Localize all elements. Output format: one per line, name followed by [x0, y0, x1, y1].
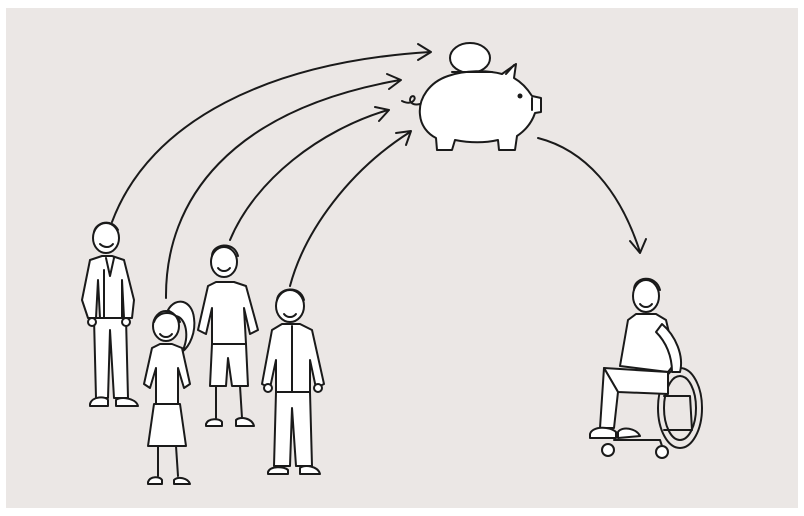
- arrow-icon: [537, 137, 647, 254]
- coin-icon: [449, 42, 491, 74]
- person-icon: [143, 300, 196, 485]
- arrow-icon: [229, 106, 390, 241]
- piggy-bank-icon: [401, 42, 542, 151]
- arrow-icon: [111, 43, 432, 223]
- person-icon: [197, 244, 259, 427]
- person-icon: [261, 288, 325, 475]
- contribution-arrows: [111, 43, 432, 299]
- person-icon: [589, 277, 703, 459]
- person-icon: [81, 221, 139, 407]
- arrow-icon: [289, 130, 412, 287]
- arrow-icon: [164, 73, 402, 299]
